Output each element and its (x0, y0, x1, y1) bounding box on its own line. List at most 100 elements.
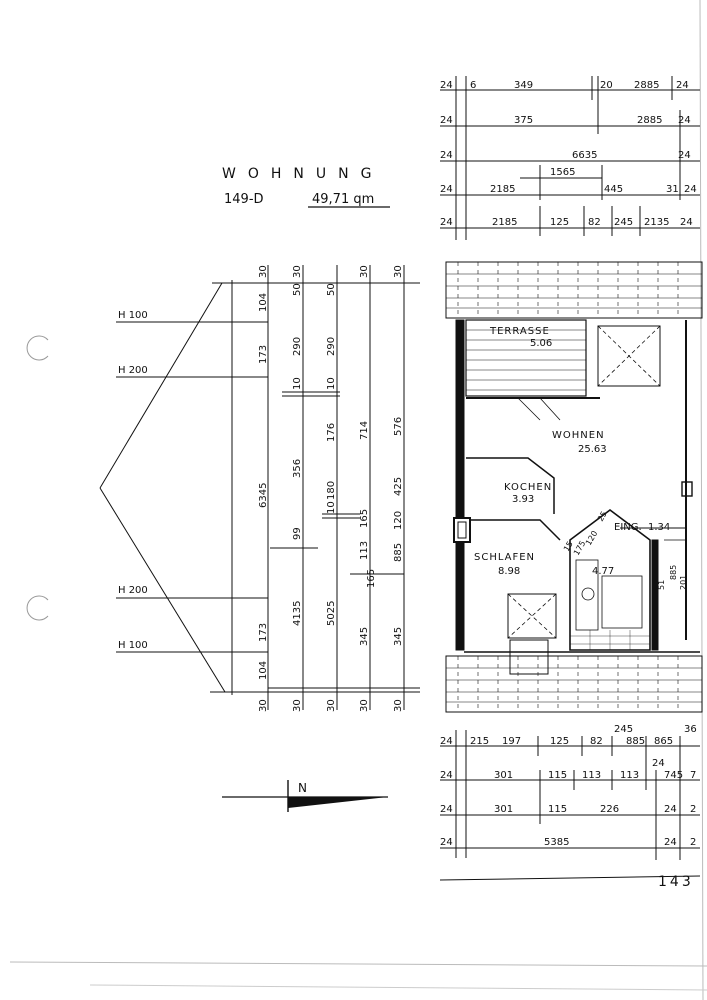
room-wohnen-area: 25.63 (578, 444, 607, 455)
vdim-col2-1: 50 (292, 283, 303, 296)
bot-r1-0: 24 (440, 736, 453, 747)
top-dimension-lines (440, 76, 700, 240)
top-r5-4: 245 (614, 217, 633, 228)
bot-r1-1: 215 (470, 736, 489, 747)
bot-r4-2: 24 (664, 837, 677, 848)
vdim-col1-5: 104 (258, 661, 269, 680)
vertical-dimension-labels: 30 104 173 6345 173 104 30 30 50 290 10 … (258, 265, 404, 712)
top-r4-4: 31 (666, 184, 679, 195)
vdim-col4-1: 714 (359, 421, 370, 440)
north-arrow: N (222, 780, 388, 812)
top-r2-1: 375 (514, 115, 533, 126)
title-area: 49,71 qm (312, 192, 374, 207)
room-bad-area: 4.77 (592, 566, 614, 577)
top-r4-3: 445 (604, 184, 623, 195)
top-dimension-labels: 24 6 349 20 2885 24 24 375 2885 24 24 66… (440, 80, 697, 228)
vdim-col3-5: 10 (326, 501, 337, 514)
roof-hatch-bottom (446, 656, 702, 712)
top-r4-1: 2185 (490, 184, 515, 195)
vdim-col5-1: 576 (393, 417, 404, 436)
vdim-col2-2: 290 (292, 337, 303, 356)
inner-dim-5: 885 (669, 565, 678, 580)
bot-r3-1: 301 (494, 804, 513, 815)
room-labels: TERRASSE 5.06 WOHNEN 25.63 KOCHEN 3.93 S… (474, 326, 670, 577)
top-r3-0: 24 (440, 150, 453, 161)
top-r4-0: 24 (440, 184, 453, 195)
bot-r2-6: 745 (664, 770, 683, 781)
roof-hatch-top (446, 262, 702, 318)
vdim-col5-6: 30 (393, 699, 404, 712)
vdim-col2-4: 356 (292, 459, 303, 478)
top-r1-5: 24 (676, 80, 689, 91)
page-edge-bottom (9, 961, 707, 967)
height-label-h200-bottom: H 200 (118, 585, 148, 596)
height-label-h200-top: H 200 (118, 365, 148, 376)
bot-r1-6: 885 (626, 736, 645, 747)
vdim-col3-7: 30 (326, 699, 337, 712)
vdim-col4-5: 345 (359, 627, 370, 646)
vdim-col4-4: 165 (366, 569, 377, 588)
room-schlafen-area: 8.98 (498, 566, 520, 577)
top-r2-0: 24 (440, 115, 453, 126)
vdim-col5-3: 120 (393, 511, 404, 530)
vdim-col3-4: 180 (326, 481, 337, 500)
bot-r2-1: 301 (494, 770, 513, 781)
top-r5-1: 2185 (492, 217, 517, 228)
vdim-col1-1: 104 (258, 293, 269, 312)
vdim-col4-6: 30 (359, 699, 370, 712)
top-r5-5: 2135 (644, 217, 669, 228)
bot-r1-2: 197 (502, 736, 521, 747)
bot-r4-1: 5385 (544, 837, 569, 848)
height-label-h100-bottom: H 100 (118, 640, 148, 651)
north-label: N (298, 781, 307, 795)
floor-plan (445, 261, 703, 713)
top-r5-2: 125 (550, 217, 569, 228)
bot-r3-2: 115 (548, 804, 567, 815)
bot-r2-2: 115 (548, 770, 567, 781)
bot-r4-0: 24 (440, 837, 453, 848)
top-r1-2: 349 (514, 80, 533, 91)
bot-r3-0: 24 (440, 804, 453, 815)
bot-r1-7: 865 (654, 736, 673, 747)
bot-r2-0: 24 (440, 770, 453, 781)
bot-r3-3: 226 (600, 804, 619, 815)
room-terrasse-area: 5.06 (530, 338, 552, 349)
vdim-col5-2: 425 (393, 477, 404, 496)
room-terrasse-name: TERRASSE (489, 326, 550, 337)
bot-r2-7: 7 (690, 770, 696, 781)
top-r5-0: 24 (440, 217, 453, 228)
vdim-col3-2: 10 (326, 377, 337, 390)
bot-r2-5: 24 (652, 758, 665, 769)
punch-hole-top (26, 335, 49, 361)
bot-r1-3: 125 (550, 736, 569, 747)
top-r1-0: 24 (440, 80, 453, 91)
bottom-dimension-lines (439, 730, 701, 881)
bot-r3-5: 2 (690, 804, 696, 815)
vdim-col1-0: 30 (258, 265, 269, 278)
inner-dim-6: 201 (679, 575, 688, 590)
bot-r1-8: 36 (684, 724, 697, 735)
bot-r3-4: 24 (664, 804, 677, 815)
vdim-col1-2: 173 (258, 345, 269, 364)
room-kochen-name: KOCHEN (504, 482, 552, 493)
terrace-hatch (466, 329, 586, 391)
inner-dim-4: 51 (657, 580, 666, 590)
vdim-col1-3: 6345 (258, 483, 269, 508)
vdim-col2-6: 4135 (292, 601, 303, 626)
bot-r1-5: 245 (614, 724, 633, 735)
punch-hole-bottom (26, 595, 49, 621)
room-wohnen-name: WOHNEN (552, 430, 605, 441)
vdim-col5-0: 30 (393, 265, 404, 278)
top-r4-5: 24 (684, 184, 697, 195)
title-heading: WOHNUNG (222, 166, 383, 182)
bot-r1-4: 82 (590, 736, 603, 747)
vdim-col2-7: 30 (292, 699, 303, 712)
vdim-col5-4: 885 (393, 543, 404, 562)
page-edge-right (699, 0, 704, 1000)
top-r1-4: 2885 (634, 80, 659, 91)
section-diagram (99, 265, 420, 710)
vdim-col3-0: 50 (326, 283, 337, 296)
room-eing-area: 1.34 (648, 522, 670, 533)
bot-r2-3: 113 (582, 770, 601, 781)
top-r2-2: 2885 (637, 115, 662, 126)
